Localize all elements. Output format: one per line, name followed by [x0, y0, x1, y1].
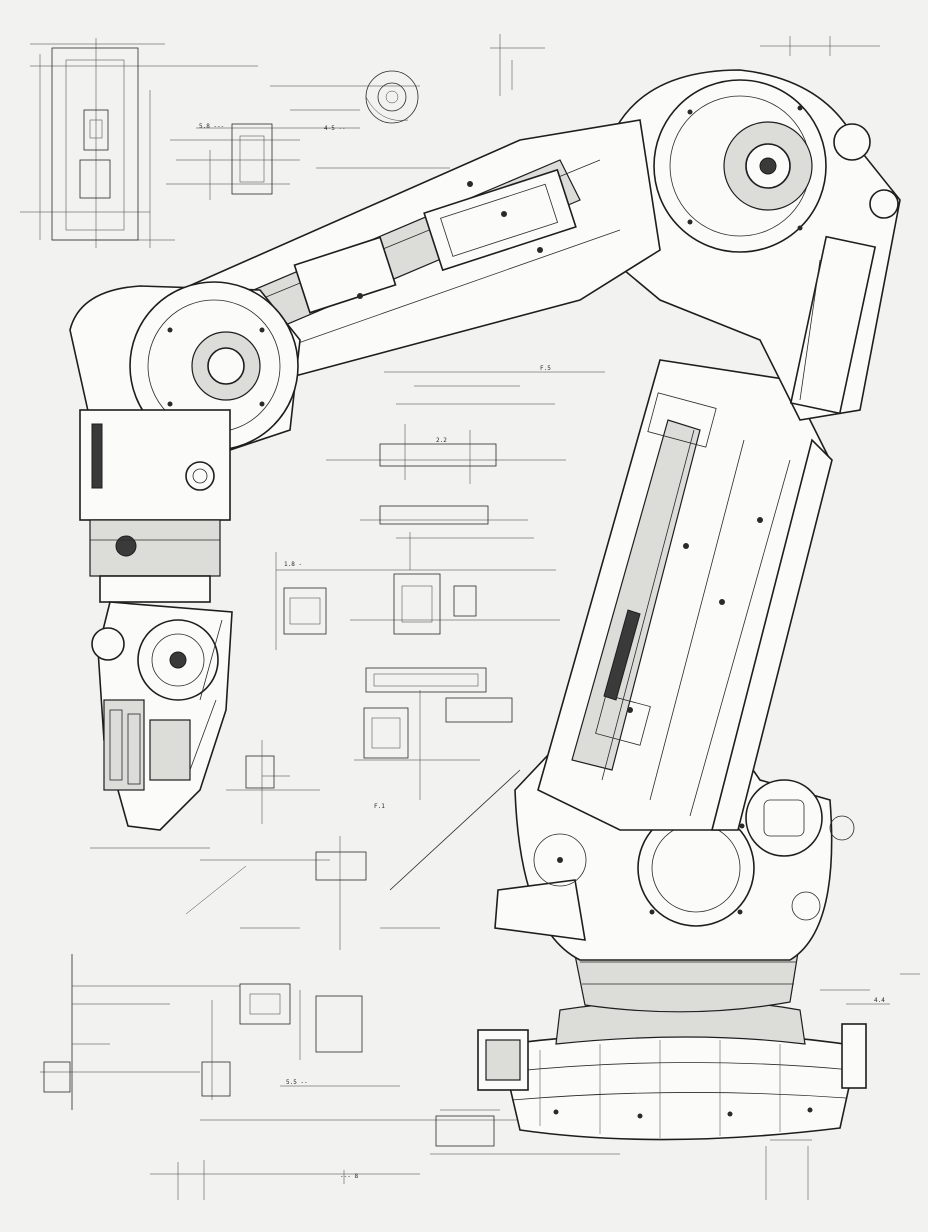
- annotation-label: 4-5 --: [324, 125, 346, 132]
- annotation-label: F.5: [540, 365, 551, 372]
- robot-base: [477, 999, 867, 1141]
- annotation-labels: 5.8 --- 4-5 -- F.5 2.2 1.8 - F.1 5.5 -- …: [199, 123, 885, 1180]
- robot-elbow-joint: [599, 69, 901, 421]
- detail-center-dimension-stack: [275, 371, 605, 650]
- detail-leader-line: [90, 769, 521, 950]
- robot-lower-arm: [537, 359, 833, 831]
- detail-bottom-right-marks: [430, 973, 920, 1200]
- industrial-robot-arm-icon: [69, 69, 901, 1141]
- robot-end-effector: [91, 601, 233, 831]
- annotation-label: 5.8 ---: [199, 123, 224, 130]
- robot-wrist-joint: [69, 281, 301, 603]
- annotation-label: --- 8: [340, 1173, 358, 1180]
- detail-bottom-left-assembly: [40, 954, 520, 1200]
- annotation-label: 2.2: [436, 437, 447, 444]
- annotation-label: 1.8 -: [284, 561, 302, 568]
- annotation-label: F.1: [374, 803, 385, 810]
- detail-center-lower-parts: [226, 667, 513, 824]
- detail-top-center-section: [166, 85, 450, 200]
- detail-gear-sketch: [365, 70, 419, 124]
- detail-top-right-marks: [490, 34, 880, 96]
- annotation-label: 4.4: [874, 997, 885, 1004]
- detail-top-left-elevation: [20, 38, 258, 248]
- annotation-label: 5.5 --: [286, 1079, 308, 1086]
